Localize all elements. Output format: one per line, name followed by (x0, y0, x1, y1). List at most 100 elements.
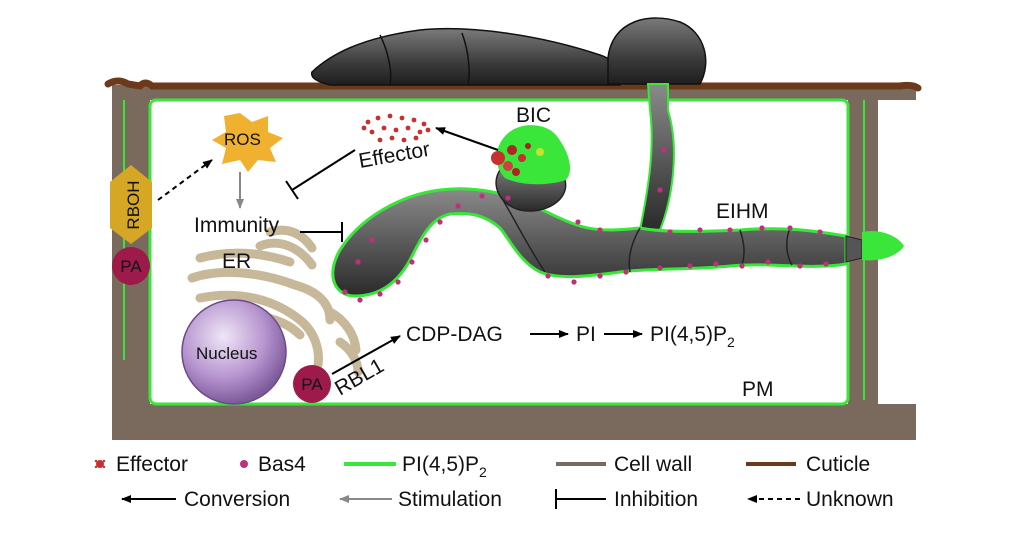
effector-dot (375, 115, 381, 121)
bas4-dot (797, 263, 803, 269)
bas4-dot (597, 227, 603, 233)
effector-dot (389, 135, 395, 141)
effector-dot (401, 137, 407, 143)
legend-cuticle-label: Cuticle (806, 453, 870, 476)
bas4-dot (357, 297, 363, 303)
label-pip2-base: PI(4,5)P (650, 323, 727, 346)
bas4-dot (342, 289, 348, 295)
label-er: ER (222, 250, 251, 273)
label-pa-membrane: PA (120, 257, 142, 276)
effector-dot (399, 115, 405, 121)
bas4-dot (423, 237, 429, 243)
label-pa-er: PA (301, 375, 323, 394)
arrow-conversion-bic-effector (435, 127, 499, 151)
legend-bas4-label: Bas4 (258, 453, 306, 476)
bic-structure (491, 125, 571, 185)
effector-dot (411, 117, 417, 123)
bas4-dot (661, 147, 667, 153)
legend-pip2-sub: 2 (479, 464, 487, 480)
bas4-dot (355, 259, 361, 265)
bas4-dot (505, 195, 511, 201)
label-immunity: Immunity (194, 214, 280, 237)
legend-pip2-base: PI(4,5)P (402, 453, 479, 476)
inhibition-effector-immunity (291, 149, 356, 191)
legend-pip2-label: PI(4,5)P2 (402, 453, 487, 480)
effector-dot (369, 129, 375, 135)
label-rboh: RBOH (124, 180, 143, 229)
legend-unknown-label: Unknown (806, 488, 894, 511)
bas4-dot (727, 227, 733, 233)
legend-cell-wall-label: Cell wall (614, 453, 692, 476)
label-eihm: EIHM (716, 200, 769, 223)
bas4-dot (657, 265, 663, 271)
legend-cuticle: Cuticle (746, 453, 870, 476)
effector-cluster (361, 113, 431, 143)
bas4-dot (455, 203, 461, 209)
legend-effector: Effector (94, 453, 188, 476)
legend-pip2: PI(4,5)P2 (344, 453, 487, 480)
effector-dot (365, 119, 371, 125)
cuticle (104, 77, 922, 92)
legend-effector-label: Effector (116, 453, 188, 476)
arrow-unknown-rboh-ros (157, 159, 213, 201)
label-cdp-dag: CDP-DAG (406, 323, 503, 346)
bas4-dot (623, 269, 629, 275)
fungal-spore (310, 17, 707, 86)
legend-conversion-label: Conversion (184, 488, 290, 511)
label-pip2: PI(4,5)P2 (650, 323, 735, 350)
legend-stimulation: Stimulation (339, 488, 502, 511)
label-pm: PM (742, 378, 774, 401)
bas4-dots (342, 147, 829, 303)
label-bic: BIC (516, 104, 551, 127)
effector-dot (393, 127, 399, 133)
effector-dot (421, 121, 427, 127)
label-pi: PI (576, 323, 596, 346)
bas4-dot (571, 279, 577, 285)
label-nucleus: Nucleus (196, 344, 257, 363)
bas4-dot (759, 225, 765, 231)
bas4-dot (369, 237, 375, 243)
effector-dot (381, 125, 387, 131)
bas4-dot (657, 187, 663, 193)
rboh-protein (110, 165, 152, 244)
effector-dot (377, 137, 383, 143)
bas4-dot (697, 227, 703, 233)
bas4-dot (409, 259, 415, 265)
bas4-dot (437, 219, 443, 225)
legend-conversion: Conversion (121, 488, 290, 511)
legend: Effector Bas4 PI(4,5)P2 Cell wall Cuticl… (94, 453, 894, 511)
effector-dot (361, 125, 367, 131)
bas4-dot (787, 225, 793, 231)
bas4-dot (817, 229, 823, 235)
bas4-dot (823, 261, 829, 267)
arrow-conversion-pa-cdpdag (331, 335, 401, 375)
pa-membrane (112, 247, 150, 285)
bas4-dot (739, 263, 745, 269)
effector-dot (413, 135, 419, 141)
legend-bas4: Bas4 (240, 453, 306, 476)
legend-cell-wall: Cell wall (556, 453, 692, 476)
bas4-dot (687, 263, 693, 269)
legend-inhibition: Inhibition (555, 488, 698, 511)
label-pip2-sub: 2 (727, 334, 735, 350)
nucleus (181, 299, 287, 405)
legend-stimulation-label: Stimulation (398, 488, 502, 511)
ros-burst (212, 113, 283, 172)
bas4-dot (713, 261, 719, 267)
bas4-dot (377, 291, 383, 297)
cell-to-cell-hypha (845, 230, 904, 263)
inhibition-bar-1 (285, 180, 299, 200)
effector-dot (425, 127, 431, 133)
bas4-dot (597, 273, 603, 279)
legend-unknown: Unknown (747, 488, 894, 511)
bas4-dot (575, 219, 581, 225)
effector-dot (405, 125, 411, 131)
effector-dot (387, 113, 393, 119)
legend-inhibition-label: Inhibition (614, 488, 698, 511)
bas4-dot (667, 229, 673, 235)
bas4-dot (765, 259, 771, 265)
bas4-dot (395, 279, 401, 285)
pa-er (293, 365, 331, 403)
